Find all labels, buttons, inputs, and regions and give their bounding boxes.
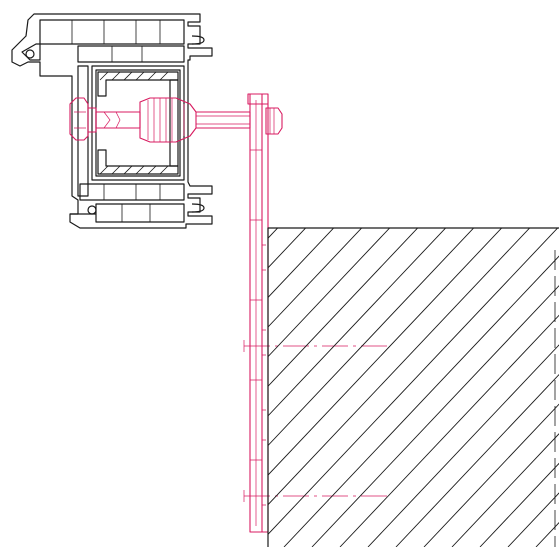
wall-hatch-line <box>268 228 307 269</box>
wall-hatch-line <box>268 228 447 417</box>
wall-hatch-line <box>0 198 278 547</box>
wall-hatch-line <box>268 228 559 535</box>
wall-hatch-line <box>479 462 559 547</box>
wall-hatch-line <box>395 373 559 547</box>
wall-hatch-line <box>268 228 335 299</box>
wall-hatch-line <box>311 285 559 547</box>
wall-hatch-line <box>535 522 559 547</box>
wall-hatch-line <box>367 344 559 547</box>
wall-hatch-line <box>283 255 559 547</box>
wall-hatch-line <box>268 228 363 328</box>
wall-hatch-line <box>451 433 559 547</box>
wall-hatch-line <box>268 228 531 506</box>
wall-hatch-line <box>268 228 391 358</box>
wall-hatch-line <box>423 403 559 547</box>
wall-hatch-line <box>268 228 475 447</box>
window-frame-profile <box>11 13 213 229</box>
masonry-wall-section <box>0 198 559 547</box>
wall-plate <box>243 94 392 533</box>
steel-reinforcement <box>97 71 179 175</box>
wall-hatch-line <box>339 314 559 547</box>
wall-hatch-line <box>268 228 419 387</box>
wall-hatch-line <box>268 228 279 239</box>
wall-hatch-line <box>268 228 503 476</box>
